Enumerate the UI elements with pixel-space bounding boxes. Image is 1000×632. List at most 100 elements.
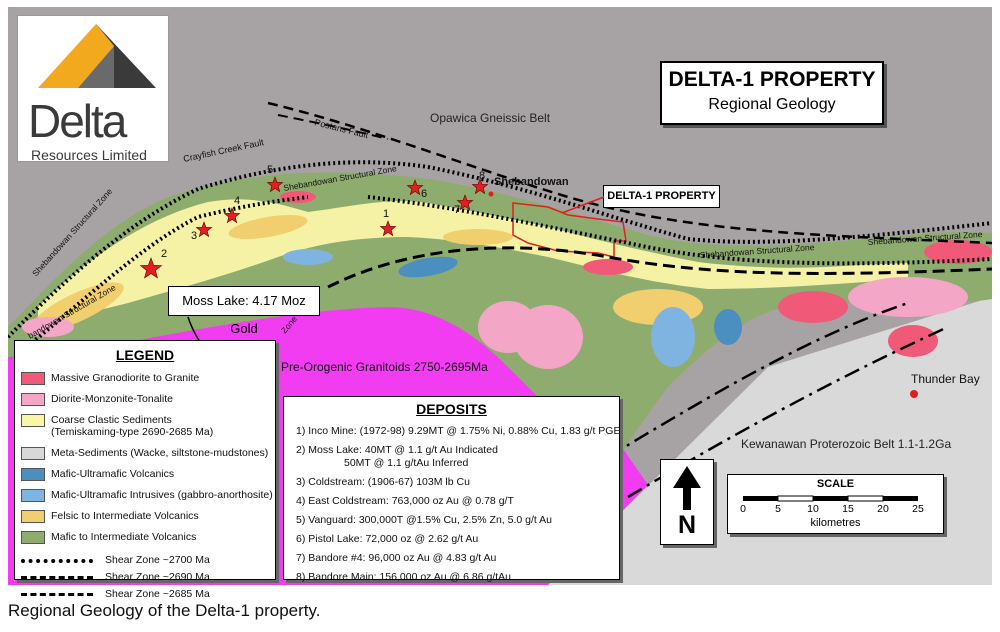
legend-unit-label: Meta-Sediments (Wacke, siltstone-mudston… — [51, 447, 269, 459]
granite-body-3 — [888, 325, 938, 357]
deposits-title: DEPOSITS — [416, 401, 487, 417]
mafic-ultramafic-patch-2 — [714, 309, 742, 345]
legend-swatch — [21, 531, 45, 544]
mafic-intrusives-patch-2 — [283, 249, 333, 265]
deposit-star-icon — [195, 221, 213, 238]
legend-unit-label: Diorite-Monzonite-Tonalite — [51, 393, 173, 405]
scale-tick-label: 25 — [912, 503, 924, 515]
legend-shear-line — [21, 559, 93, 563]
kewanawan-label: Kewanawan Proterozoic Belt 1.1-1.2Ga — [741, 437, 951, 451]
deposit-star-label: 1 — [383, 208, 389, 220]
shear-zone-2690 — [327, 246, 992, 289]
legend-swatch — [21, 414, 45, 427]
deposit-item: 6) Pistol Lake: 72,000 oz @ 2.62 g/t Au — [296, 533, 479, 545]
deposits-panel: DEPOSITS 1) Inco Mine: (1972-98) 9.29MT … — [283, 396, 621, 583]
property-leader-line — [561, 196, 605, 214]
deposit-item: 1) Inco Mine: (1972-98) 9.29MT @ 1.75% N… — [296, 425, 621, 437]
deposit-star-label: 8 — [479, 170, 485, 182]
legend-swatch — [21, 510, 45, 523]
property-callout: DELTA-1 PROPERTY — [603, 185, 720, 208]
north-arrow-icon — [673, 466, 701, 510]
mafic-ultramafic-volcanics-patch — [398, 256, 458, 278]
mafic-ultramafic-intrusives-patch — [651, 307, 695, 367]
deposit-star-label: 6 — [421, 188, 427, 200]
fault-north-strand — [277, 114, 389, 140]
deposit-stars: 1 2 3 4 5 6 7 8 — [139, 164, 489, 279]
thunder-bay-marker — [910, 390, 918, 398]
scale-bar: SCALE 0 5 10 15 20 25 kilometres — [727, 474, 944, 534]
legend-title: LEGEND — [115, 347, 175, 363]
scale-unit: kilometres — [810, 517, 861, 529]
legend-unit-label: Felsic to Intermediate Volcanics — [51, 510, 199, 522]
map-title-box: DELTA-1 PROPERTY Regional Geology — [660, 61, 884, 125]
delta-1-property-outline — [512, 202, 627, 258]
legend-unit-label: Coarse Clastic Sediments — [51, 414, 172, 426]
thunder-bay-label: Thunder Bay — [911, 372, 980, 386]
diorite-body-4 — [22, 317, 74, 337]
figure-caption: Regional Geology of the Delta-1 property… — [8, 601, 321, 620]
company-logo: Delta Resources Limited — [17, 15, 169, 163]
north-arrow: N — [660, 459, 714, 545]
deposit-star-label: 4 — [234, 195, 240, 207]
scale-tick-label: 0 — [740, 503, 746, 515]
logo-mountain-icon — [38, 24, 156, 88]
deposit-star-icon — [379, 220, 397, 237]
felsic-patch-2 — [228, 214, 308, 240]
scale-title: SCALE — [816, 478, 855, 490]
granite-body-4 — [583, 259, 633, 275]
legend-swatch — [21, 468, 45, 481]
legend-swatch — [21, 372, 45, 385]
felsic-patch-3 — [443, 229, 513, 245]
logo-wordmark: Delta — [28, 95, 127, 147]
shebandowan-marker — [488, 191, 494, 197]
deposit-star-icon — [223, 207, 241, 224]
granite-body-1 — [778, 291, 848, 323]
legend-shear-line — [21, 576, 93, 579]
deposit-star-label: 3 — [191, 230, 197, 242]
legend-swatch — [21, 393, 45, 406]
scale-tick-label: 10 — [807, 503, 819, 515]
legend-shear-label: Shear Zone ~2685 Ma — [105, 588, 210, 600]
map-title: DELTA-1 PROPERTY — [668, 68, 876, 91]
deposit-item: 7) Bandore #4: 96,000 oz Au @ 4.83 g/t A… — [296, 552, 497, 564]
logo-subtitle: Resources Limited — [31, 147, 147, 163]
north-label: N — [677, 511, 697, 539]
legend-unit-label-cont: (Temiskaming-type 2690-2685 Ma) — [51, 426, 214, 438]
shear-zone-2685-1 — [607, 301, 909, 459]
deposit-star-icon — [471, 178, 489, 195]
diorite-body-2 — [478, 301, 538, 353]
scale-bar-graphic — [743, 495, 918, 502]
legend-shear-label: Shear Zone ~2700 Ma — [105, 554, 210, 566]
legend-unit-label: Mafic to Intermediate Volcanics — [51, 531, 197, 543]
deposit-star-icon — [456, 194, 474, 211]
deposit-star-label: 7 — [454, 204, 460, 216]
deposit-item: 5) Vanguard: 300,000T @1.5% Cu, 2.5% Zn,… — [296, 514, 553, 526]
deposit-star-label: 2 — [161, 248, 167, 260]
deposit-item: 8) Bandore Main: 156,000 oz Au @ 6.86 g/… — [296, 571, 511, 583]
deposit-star-label: 5 — [267, 164, 273, 176]
shear-zone-2700-south — [367, 195, 992, 266]
legend-shear-label: Shear Zone ~2690 Ma — [105, 571, 210, 583]
deposit-item: 50MT @ 1.1 g/tAu Inferred — [344, 457, 469, 469]
shear-zone-2685-2 — [627, 325, 949, 499]
deposit-star-icon — [406, 179, 424, 196]
legend-unit-label: Mafic-Ultramafic Volcanics — [51, 468, 175, 480]
legend-unit-label: Mafic-Ultramafic Intrusives (gabbro-anor… — [51, 489, 273, 501]
legend-unit-label: Massive Granodiorite to Granite — [51, 372, 200, 384]
legend-swatch — [21, 447, 45, 460]
deposit-star-icon — [266, 176, 284, 193]
shebandowan-label: Shebandowan — [494, 176, 569, 188]
deposit-item: 4) East Coldstream: 763,000 oz Au @ 0.78… — [296, 495, 514, 507]
deposit-item: 3) Coldstream: (1906-67) 103M lb Cu — [296, 476, 470, 488]
scale-tick-label: 20 — [877, 503, 889, 515]
deposit-star-icon — [139, 257, 163, 279]
opawica-label: Opawica Gneissic Belt — [430, 111, 551, 125]
moss-lake-callout: Moss Lake: 4.17 Moz Gold — [168, 286, 320, 336]
scale-tick-label: 15 — [842, 503, 854, 515]
granite-body-2 — [924, 240, 992, 264]
scale-tick-label: 5 — [775, 503, 781, 515]
postans-fault — [267, 101, 992, 245]
diorite-body-3 — [848, 277, 968, 317]
legend-swatch — [21, 489, 45, 502]
